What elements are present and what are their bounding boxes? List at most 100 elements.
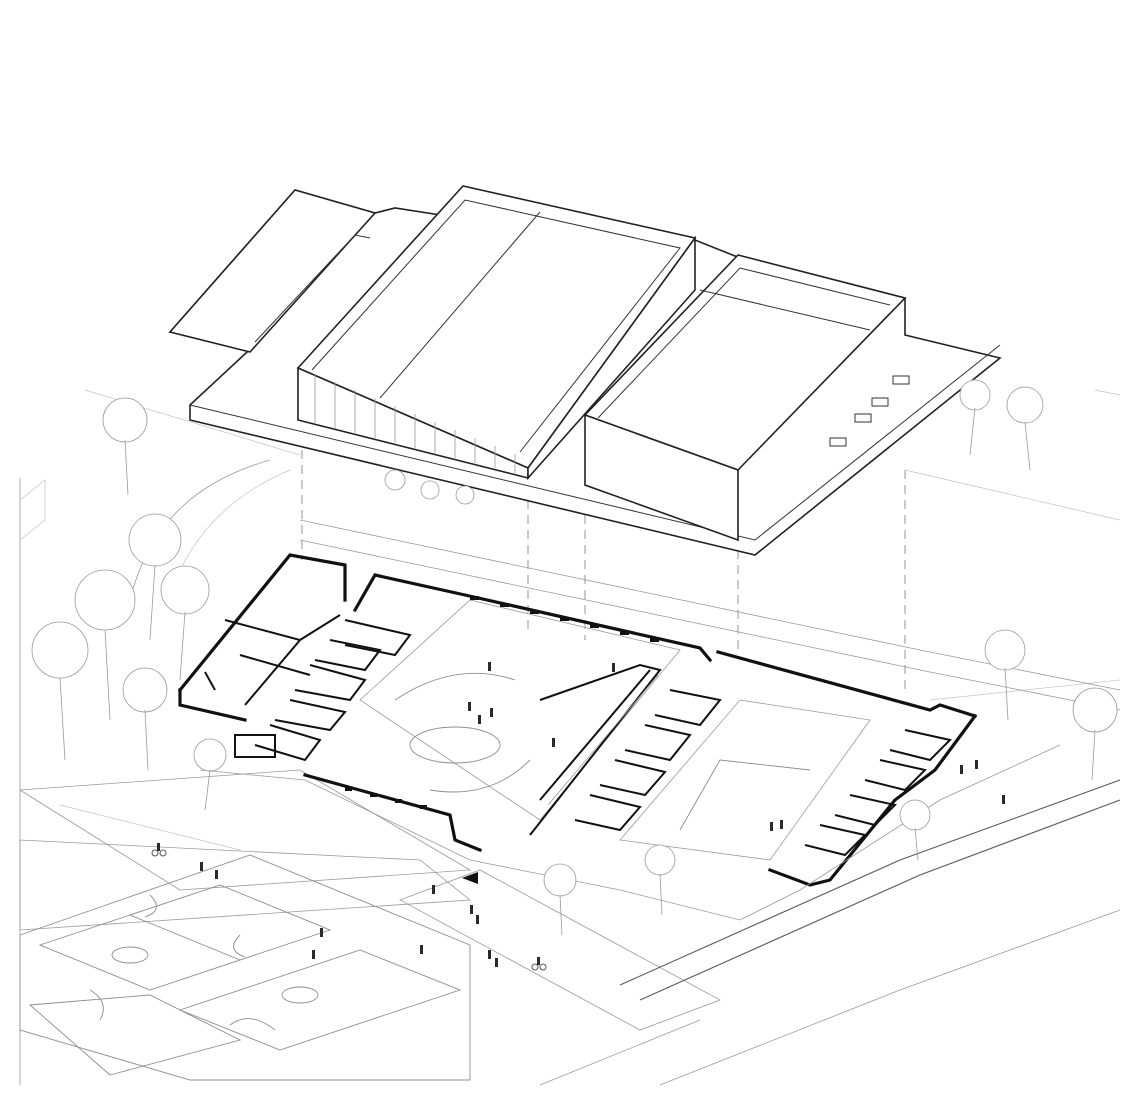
road — [19, 839, 472, 931]
retaining-wall-3 — [659, 909, 1121, 1086]
person-icon — [612, 663, 615, 672]
court-1-key-bottom — [233, 934, 246, 958]
person-icon — [770, 822, 773, 831]
person-icon — [488, 662, 491, 671]
roof-vent-1 — [892, 375, 910, 385]
wall-northeast — [716, 650, 978, 719]
person-icon — [478, 715, 481, 724]
sports-courts — [19, 854, 471, 1081]
curved-path — [129, 459, 271, 601]
entrance-arrow-icon — [462, 872, 478, 884]
gym-roof-ridge — [379, 211, 541, 399]
person-icon — [780, 820, 783, 829]
tree-icon — [128, 513, 182, 641]
rooms-west — [204, 614, 341, 706]
right-volume-front — [584, 413, 739, 542]
tree-icon — [644, 844, 676, 916]
basketball-court-1 — [38, 884, 332, 991]
south-facade-fins — [345, 787, 427, 809]
person-icon — [420, 945, 423, 954]
wall-north — [352, 573, 713, 663]
wall-central-spine — [529, 663, 662, 836]
tree-icon — [1072, 687, 1118, 781]
roof-slab-edge — [189, 344, 1001, 541]
person-icon — [476, 915, 479, 924]
person-icon — [975, 760, 978, 769]
roof-vent-3 — [854, 413, 872, 423]
courtyard-east-lines — [679, 759, 811, 831]
rooms-central-wing — [574, 689, 722, 832]
person-icon — [320, 928, 323, 937]
person-icon — [200, 862, 203, 871]
gym-facade-fins — [314, 375, 516, 473]
site-line-right — [904, 469, 1121, 521]
tree-icon — [193, 738, 227, 811]
north-facade-fins — [470, 596, 659, 642]
bicycle-icon — [151, 843, 167, 857]
wall-south — [303, 773, 483, 853]
tree-icon — [160, 565, 210, 681]
court-2-center-circle — [281, 986, 319, 1004]
retaining-wall-1 — [619, 779, 1121, 986]
left-canopy-inner — [254, 234, 371, 343]
rooms-north-wing — [234, 619, 412, 762]
court-field — [19, 854, 471, 1081]
tree-icon — [74, 569, 136, 721]
tree-icon — [384, 469, 475, 505]
skylights — [699, 289, 871, 331]
people — [200, 662, 1005, 967]
person-icon — [432, 885, 435, 894]
bleacher-steps — [547, 674, 659, 806]
retaining-wall-2 — [639, 799, 1121, 1001]
bicycle-icon — [531, 957, 547, 971]
courtyard-gym — [359, 599, 681, 821]
tree-icon — [543, 863, 577, 936]
person-icon — [215, 870, 218, 879]
left-canopy — [168, 189, 377, 353]
ground-floor-plan — [177, 553, 1061, 921]
small-building — [19, 479, 46, 541]
courtyard-east — [619, 699, 871, 861]
rooms-east-wing — [804, 729, 952, 857]
site-context — [18, 389, 1121, 1086]
court-1-midline — [129, 914, 241, 961]
wall-west-block — [177, 553, 347, 693]
lower-edge — [539, 1019, 701, 1086]
person-icon — [960, 765, 963, 774]
parking-area — [18, 769, 472, 891]
person-icon — [552, 738, 555, 747]
court-2-key — [229, 1018, 276, 1031]
tree-icon — [122, 667, 168, 771]
roof-vent-2 — [871, 397, 889, 407]
trees — [31, 379, 1118, 936]
gym-court-circle — [409, 726, 501, 764]
wall-west-base — [178, 688, 247, 722]
site-line-right-top — [1094, 389, 1121, 396]
court-1-center-circle — [111, 946, 149, 964]
street-edge-bottom — [299, 539, 1121, 711]
person-icon — [468, 702, 471, 711]
street-edge-top — [299, 519, 1121, 691]
court-1-key-top — [144, 894, 157, 918]
gym-court-arc — [394, 672, 516, 701]
bleachers — [539, 669, 651, 801]
roof-plan — [168, 185, 1002, 556]
person-icon — [1002, 795, 1005, 804]
person-icon — [488, 950, 491, 959]
roof-vent-4 — [829, 437, 847, 447]
person-icon — [312, 950, 315, 959]
gym-roof-parapet — [311, 199, 681, 453]
tree-icon — [899, 799, 931, 861]
person-icon — [490, 708, 493, 717]
parking-stripes — [59, 804, 241, 851]
gym-court-arc-2 — [429, 759, 531, 793]
tree-icon — [984, 629, 1026, 721]
tree-icon — [102, 397, 148, 496]
walkway — [399, 869, 721, 1031]
tree-icon — [959, 379, 991, 456]
court-3-key — [89, 989, 104, 1021]
wall-east — [767, 713, 978, 887]
stair-core — [234, 734, 276, 758]
